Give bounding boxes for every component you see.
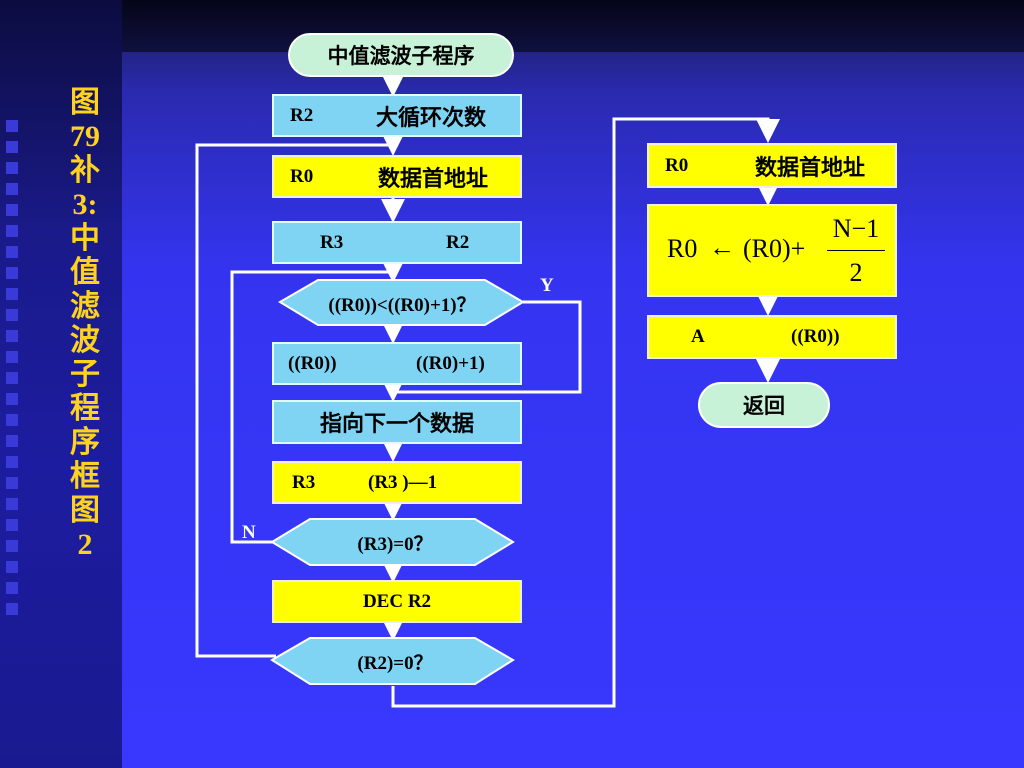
title-char: 79: [70, 120, 100, 153]
box-a-load: A ((R0)): [647, 315, 897, 359]
box-r3-right: R2: [446, 231, 470, 253]
box-next-data: 指向下一个数据: [272, 400, 522, 444]
decision-compare-text: ((R0))<((R0)+1)？: [328, 294, 476, 316]
box-dec-r2: DEC R2: [272, 580, 522, 623]
decision-r2-text: (R2)=0？: [357, 652, 433, 674]
title-char: 值: [70, 256, 100, 289]
title-char: 3:: [72, 188, 98, 221]
title-char: 补: [70, 154, 100, 187]
decor-squares: [6, 120, 28, 624]
start-label: 中值滤波子程序: [327, 44, 475, 68]
decision-compare-shape: [278, 279, 525, 326]
box-r3-from-r2: R3 R2: [272, 221, 522, 264]
formula-mid: (R0)+: [743, 234, 806, 263]
box-formula: R0 ← (R0)+ N−1 2: [647, 204, 897, 297]
box-dec-r3: R3 (R3 )—1: [272, 461, 522, 504]
formula-denominator: 2: [849, 258, 863, 287]
decision-r2: (R2)=0？: [300, 640, 490, 682]
box-r0-address: R0 数据首地址: [272, 155, 522, 198]
title-char: 滤: [70, 290, 100, 323]
formula-arrow: ←: [709, 233, 735, 262]
box-a-right: ((R0)): [791, 326, 840, 347]
title-char: 图: [70, 494, 100, 527]
title-char: 图: [70, 86, 100, 119]
decision-compare: ((R0))<((R0)+1)？: [300, 282, 504, 324]
box-r0-right: 数据首地址: [378, 165, 489, 191]
fraction-bar: [827, 250, 885, 251]
label-yes: Y: [540, 275, 554, 296]
title-char: 程: [70, 392, 100, 425]
title-char: 框: [70, 460, 100, 493]
right-r0-left: R0: [665, 154, 689, 176]
start-terminal: 中值滤波子程序: [288, 33, 514, 77]
title-char: 序: [70, 426, 100, 459]
title-char: 中: [70, 222, 100, 255]
decision-r3-text: (R3)=0？: [357, 533, 433, 555]
box-swap: ((R0)) ((R0)+1): [272, 342, 522, 385]
end-label: 返回: [743, 394, 785, 418]
box-r0-left: R0: [290, 165, 314, 187]
box-right-r0: R0 数据首地址: [647, 143, 897, 188]
title-char: 子: [70, 358, 100, 391]
swap-left: ((R0)): [288, 352, 337, 374]
right-r0-right: 数据首地址: [755, 154, 866, 180]
decision-r2-shape: [270, 637, 515, 685]
decision-r3-shape: [270, 518, 515, 566]
formula-left: R0: [667, 234, 698, 263]
box-r2-loop-count: R2 大循环次数: [272, 94, 522, 137]
next-data-text: 指向下一个数据: [319, 411, 474, 436]
formula-numerator: N−1: [832, 214, 880, 243]
top-bar: [122, 0, 1024, 52]
dec-r3-right: (R3 )—1: [368, 471, 438, 493]
swap-right: ((R0)+1): [416, 352, 485, 374]
box-r3-left: R3: [320, 231, 344, 253]
box-a-left: A: [691, 326, 705, 347]
decision-r3: (R3)=0？: [300, 521, 490, 563]
box-r2-left: R2: [290, 104, 314, 126]
dec-r2-text: DEC R2: [362, 590, 432, 612]
box-r2-right: 大循环次数: [376, 104, 487, 130]
dec-r3-left: R3: [292, 471, 316, 493]
label-no: N: [242, 522, 256, 543]
end-terminal: 返回: [698, 382, 830, 428]
title-char: 2: [77, 528, 93, 561]
sidebar: 图 79 补 3: 中 值 滤 波 子 程 序 框 图 2: [0, 0, 122, 768]
title-char: 波: [70, 324, 100, 357]
vertical-title: 图 79 补 3: 中 值 滤 波 子 程 序 框 图 2: [50, 86, 120, 562]
